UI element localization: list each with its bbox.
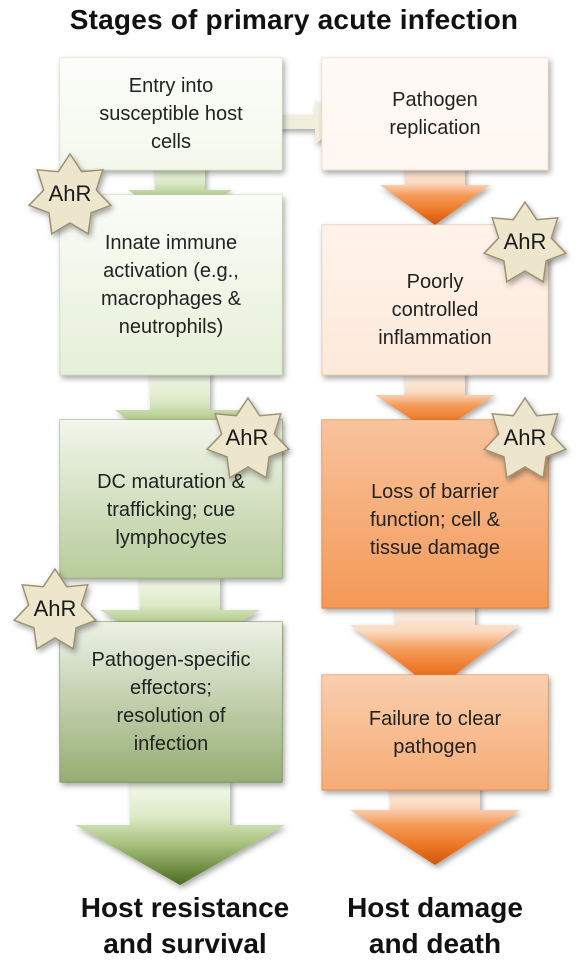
ahr-star-icon [205, 396, 291, 480]
box-pathogen-specific: Pathogen-specific effectors; resolution … [60, 622, 282, 782]
box-inflammation-label: Poorly controlled inflammation [378, 271, 492, 349]
outcome-right: Host damage and death [310, 890, 560, 962]
ahr-badge-label-1: AhR [48, 181, 92, 206]
left-column-arrows [75, 160, 285, 885]
box-entry-label: Entry into susceptible host cells [99, 75, 243, 153]
box-replication: Pathogen replication [322, 58, 548, 170]
box-dc-maturation-label: DC maturation & trafficking; cue lymphoc… [97, 471, 245, 549]
box-failure-clear: Failure to clear pathogen [322, 675, 548, 790]
ahr-star-icon [27, 152, 113, 236]
diagram-title: Stages of primary acute infection [69, 4, 519, 35]
ahr-badge-label-5: AhR [503, 425, 547, 450]
ahr-badge-label-4: AhR [503, 229, 547, 254]
right-column-arrows [350, 160, 520, 865]
box-barrier-loss-label: Loss of barrier function; cell & tissue … [369, 481, 501, 559]
box-failure-clear-label: Failure to clear pathogen [368, 707, 502, 758]
ahr-star-icon [482, 396, 568, 480]
outcome-right-text: Host damage and death [347, 892, 523, 959]
box-replication-label: Pathogen replication [389, 89, 481, 139]
box-innate-activation-label: Innate immune activation (e.g., macropha… [100, 232, 242, 338]
box-inflammation: Poorly controlled inflammation [322, 240, 548, 380]
ahr-badges [12, 152, 568, 651]
ahr-star-icon [12, 567, 98, 651]
box-innate-activation: Innate immune activation (e.g., macropha… [60, 195, 282, 375]
box-barrier-loss: Loss of barrier function; cell & tissue … [322, 440, 548, 600]
box-entry: Entry into susceptible host cells [60, 58, 282, 170]
box-pathogen-specific-label: Pathogen-specific effectors; resolution … [91, 649, 251, 755]
ahr-badge-label-2: AhR [225, 425, 269, 450]
outcome-left-text: Host resistance and survival [80, 892, 290, 959]
ahr-badge-label-3: AhR [33, 596, 77, 621]
outcome-left: Host resistance and survival [40, 890, 330, 962]
ahr-star-icon [482, 200, 568, 284]
box-dc-maturation: DC maturation & trafficking; cue lymphoc… [60, 440, 282, 580]
